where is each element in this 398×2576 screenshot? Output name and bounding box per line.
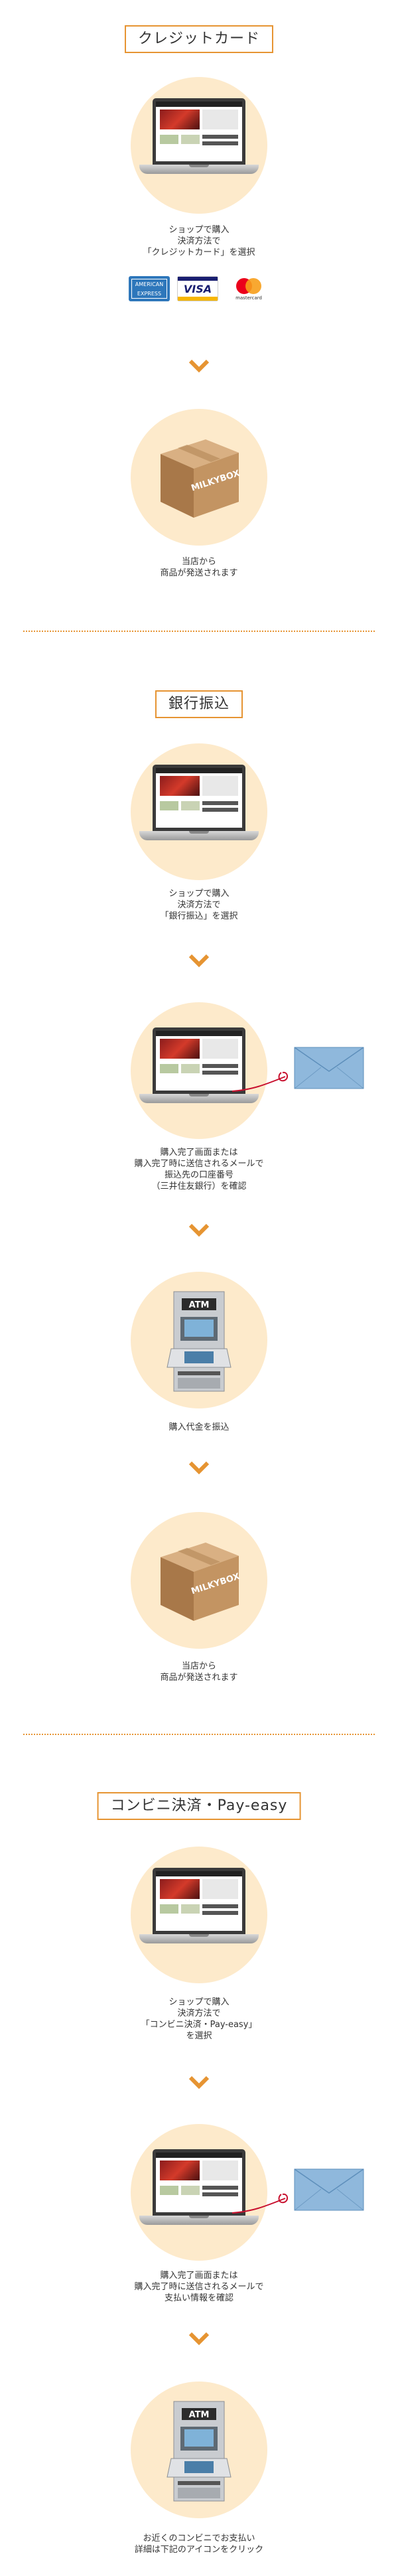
mastercard-logo-icon: mastercard: [228, 276, 269, 301]
package-box-icon: MILKYBOX: [161, 439, 241, 518]
convenience-step3-caption: お近くのコンビニでお支払い 詳細は下記のアイコンをクリック: [134, 2534, 264, 2555]
chevron-down-icon: [188, 2076, 210, 2089]
bank-step2-caption: 購入完了画面または 購入完了時に送信されるメールで 振込先の口座番号 （三井住友…: [134, 1148, 264, 1191]
section-title-credit: クレジットカード: [124, 25, 274, 53]
chevron-down-icon: [188, 1223, 210, 1237]
laptop-shop-icon: [139, 1868, 259, 1954]
section-title-bank: 銀行振込: [155, 690, 243, 718]
chevron-down-icon: [188, 1461, 210, 1475]
chevron-down-icon: [188, 359, 210, 373]
laptop-confirm-icon: [139, 2149, 259, 2235]
bank-step1-caption: ショップで購入 決済方法で 「銀行振込」を選択: [160, 889, 238, 921]
email-envelope-icon: [232, 2168, 364, 2214]
visa-logo-icon: VISA: [177, 276, 218, 301]
laptop-shop-icon: [139, 765, 259, 851]
section-divider: [23, 631, 375, 632]
svg-text:ATM: ATM: [189, 2410, 210, 2420]
laptop-confirm-icon: [139, 1027, 259, 1114]
chevron-down-icon: [188, 954, 210, 968]
bank-step3-caption: 購入代金を振込: [168, 1422, 230, 1432]
email-envelope-icon: [232, 1047, 364, 1092]
laptop-shop-icon: [139, 98, 259, 185]
bank-step4-caption: 当店から 商品が発送されます: [160, 1661, 238, 1683]
section-divider: [23, 1734, 375, 1735]
svg-text:ATM: ATM: [189, 1300, 210, 1310]
atm-machine-icon: ATM: [166, 1291, 232, 1392]
amex-logo-icon: AMERICAN EXPRESS: [129, 276, 170, 301]
credit-step2-caption: 当店から 商品が発送されます: [160, 557, 238, 578]
package-box-icon: MILKYBOX: [161, 1543, 241, 1621]
convenience-step1-caption: ショップで購入 決済方法で 「コンビニ決済・Pay-easy」 を選択: [141, 1997, 257, 2041]
credit-step1-caption: ショップで購入 決済方法で 「クレジットカード」を選択: [143, 225, 255, 258]
section-title-convenience: コンビニ決済・Pay-easy: [97, 1792, 301, 1820]
atm-machine-icon: ATM: [166, 2401, 232, 2502]
convenience-step2-caption: 購入完了画面または 購入完了時に送信されるメールで 支払い情報を確認: [134, 2271, 264, 2303]
chevron-down-icon: [188, 2332, 210, 2346]
